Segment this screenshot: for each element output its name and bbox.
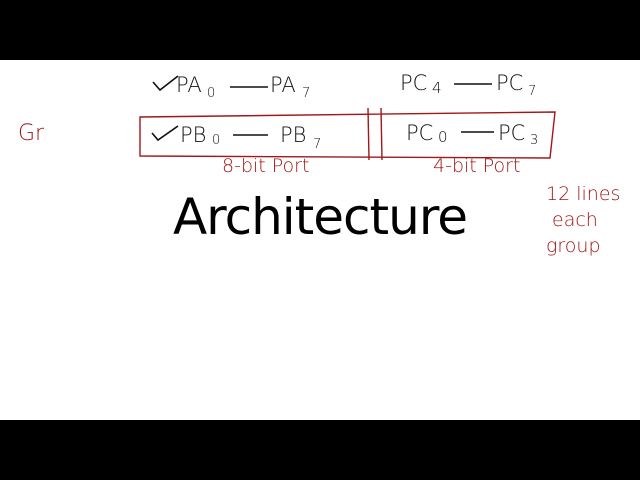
row-c-lower-start: PC [406, 121, 433, 145]
row-a-start: PA [176, 73, 202, 97]
label-8bit-port: 8-bit Port [222, 155, 309, 177]
side-note-line-2: each [552, 209, 598, 231]
row-c-lower-end: PC [498, 121, 525, 145]
group-label: Gr [18, 121, 45, 146]
side-note: 12 lines each group [546, 183, 620, 257]
row-c-lower-end-sub: 3 [530, 133, 538, 148]
slide-canvas: PA 0 PA 7 PC 4 PC 7 Gr PB 0 PB 7 [0, 60, 640, 420]
row-b-start-sub: 0 [212, 133, 220, 148]
group-box [139, 111, 556, 159]
row-c-lower-start-sub: 0 [438, 128, 448, 146]
row-a-end: PA [270, 73, 296, 97]
row-c-upper-annotation: PC 4 PC 7 [400, 71, 536, 99]
row-b-start: PB [180, 123, 206, 147]
divider-line [367, 107, 370, 161]
handwritten-annotations: PA 0 PA 7 PC 4 PC 7 Gr PB 0 PB 7 [18, 71, 620, 257]
row-c-upper-end-sub: 7 [528, 84, 536, 99]
row-c-upper-start-sub: 4 [432, 79, 442, 97]
row-c-upper-end: PC [496, 71, 523, 95]
row-b-annotation: PB 0 PB 7 [151, 123, 321, 152]
row-a-end-sub: 7 [302, 86, 310, 101]
letterbox-bottom [0, 420, 640, 480]
divider-line [380, 107, 383, 161]
row-b-end: PB [280, 123, 306, 147]
row-a-annotation: PA 0 PA 7 [152, 73, 310, 101]
slide-title: Architecture [172, 188, 468, 246]
row-c-lower-annotation: PC 0 PC 3 [406, 121, 538, 148]
side-note-line-3: group [546, 235, 601, 257]
letterbox-top [0, 0, 640, 60]
row-b-end-sub: 7 [313, 137, 321, 152]
row-c-upper-start: PC [400, 71, 427, 95]
row-a-start-sub: 0 [207, 86, 215, 101]
checkmark-icon [152, 75, 179, 92]
checkmark-icon [151, 125, 179, 142]
side-note-line-1: 12 lines [546, 183, 620, 205]
label-4bit-port: 4-bit Port [433, 155, 520, 177]
